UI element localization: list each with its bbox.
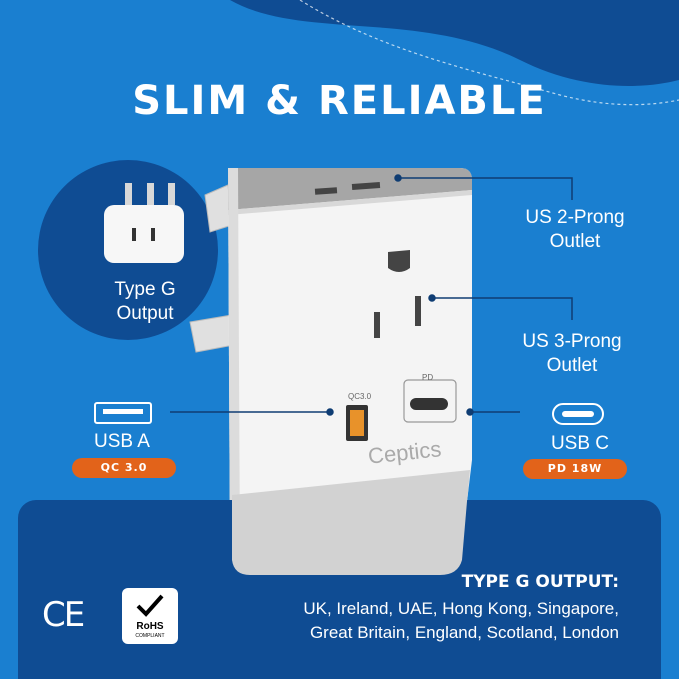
us2-label: US 2-Prong Outlet [510, 206, 640, 254]
rohs-text: RoHS [136, 621, 164, 632]
countries-line2: Great Britain, England, Scotland, London [309, 623, 619, 642]
usb-c-label: USB C [550, 433, 610, 454]
us3-line2: Outlet [546, 355, 598, 376]
usb-a-badge: QC 3.0 [72, 458, 176, 478]
page-title: SLIM & RELIABLE [132, 78, 547, 124]
ce-mark: CE [42, 595, 85, 635]
rohs-sub: COMPLIANT [135, 633, 165, 639]
us3-line1: US 3-Prong [522, 331, 622, 352]
usb-c-badge: PD 18W [523, 459, 627, 479]
check-icon [136, 594, 164, 617]
countries-list: UK, Ireland, UAE, Hong Kong, Singapore, … [199, 597, 619, 645]
type-g-line2: Output [116, 303, 174, 324]
usb-a-port-label: QC3.0 [348, 392, 372, 401]
type-g-label: Type G Output [95, 278, 195, 326]
usb-a-label: USB A [94, 431, 150, 452]
countries-line1: UK, Ireland, UAE, Hong Kong, Singapore, [303, 599, 619, 618]
rohs-badge: RoHS COMPLIANT [122, 588, 178, 644]
us3-label: US 3-Prong Outlet [507, 330, 637, 378]
us2-line2: Outlet [549, 231, 601, 252]
usb-c-port-label: PD [422, 373, 434, 382]
output-title: TYPE G OUTPUT: [461, 572, 619, 592]
type-g-line1: Type G [114, 279, 176, 300]
us2-line1: US 2-Prong [525, 207, 625, 228]
